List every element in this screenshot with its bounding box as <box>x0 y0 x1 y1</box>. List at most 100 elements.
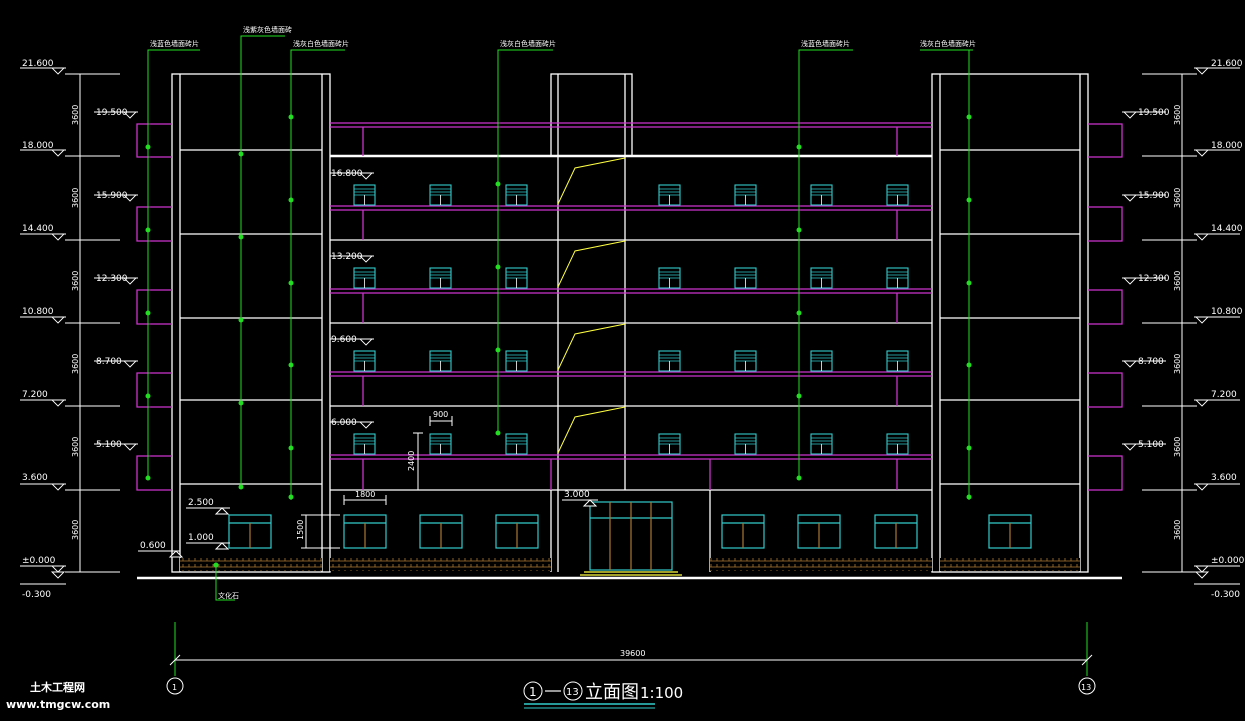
left-levels: 21.600 18.000 14.400 10.800 7.200 3.600 … <box>22 59 56 600</box>
window <box>353 433 376 455</box>
title-axis-13: 13 <box>566 687 579 698</box>
window <box>658 433 681 455</box>
floordim-left-2: 3600 <box>71 271 80 291</box>
stair-lines <box>557 157 626 454</box>
watermark-line2: www.tmgcw.com <box>6 698 110 711</box>
floordim-right-4: 3600 <box>1173 437 1182 457</box>
other-level-lines <box>138 499 598 558</box>
sill-level-marker <box>358 338 374 346</box>
window <box>505 350 528 372</box>
level-left-5: 3.600 <box>22 473 48 483</box>
right-levels: 21.600 18.000 14.400 10.800 7.200 3.600 … <box>1211 59 1245 600</box>
window <box>886 267 909 289</box>
window <box>810 433 833 455</box>
level-marker-right <box>1194 571 1210 579</box>
title-text: 立面图 <box>585 682 639 703</box>
right-sublevels: 19.500 15.900 12.300 8.700 5.100 <box>1138 108 1170 450</box>
level-left-6: ±0.000 <box>22 556 56 566</box>
level-marker-left <box>50 571 66 579</box>
axis-right: 13 <box>1081 683 1091 692</box>
level-marker-left <box>50 399 66 407</box>
floordim-right-1: 3600 <box>1173 188 1182 208</box>
window <box>734 184 757 206</box>
sublevel-marker-right <box>1122 111 1138 119</box>
floordim-right-3: 3600 <box>1173 354 1182 374</box>
window <box>886 184 909 206</box>
level-2500: 2.500 <box>188 498 214 508</box>
note-1: 浅蓝色墙面砖片 <box>150 39 199 48</box>
level-right-2: 14.400 <box>1211 224 1243 234</box>
window <box>658 184 681 206</box>
floor-slabs <box>136 122 1123 491</box>
sublevel-left-4: 5.100 <box>96 440 122 450</box>
sublevel-marker-right <box>1122 360 1138 368</box>
sublevel-right-2: 12.300 <box>1138 274 1170 284</box>
floordim-right-5: 3600 <box>1173 520 1182 540</box>
level-right-0: 21.600 <box>1211 59 1243 69</box>
floordim-left-1: 3600 <box>71 188 80 208</box>
window <box>429 433 452 455</box>
level-marker-left <box>50 565 66 573</box>
level-marker-right <box>1194 149 1210 157</box>
level-right-3: 10.800 <box>1211 307 1243 317</box>
sublevel-marker-right <box>1122 443 1138 451</box>
note-4: 浅灰白色墙面砖片 <box>500 39 556 48</box>
note-5: 浅蓝色墙面砖片 <box>801 39 850 48</box>
note-3: 浅灰白色墙面砖片 <box>293 39 349 48</box>
level-left-0: 21.600 <box>22 59 54 69</box>
level-1000: 1.000 <box>188 533 214 543</box>
level-marker-right <box>1194 399 1210 407</box>
window <box>886 350 909 372</box>
left-sublevels: 19.500 15.900 12.300 8.700 5.100 <box>96 108 128 450</box>
floordim-right-2: 3600 <box>1173 271 1182 291</box>
level-marker-right <box>1194 233 1210 241</box>
level-right-5: 3.600 <box>1211 473 1237 483</box>
stone-base <box>180 558 1080 571</box>
overall-dimension <box>166 622 1096 695</box>
level-marker-left <box>50 149 66 157</box>
window <box>734 267 757 289</box>
sublevel-left-1: 15.900 <box>96 191 128 201</box>
window <box>886 433 909 455</box>
level-right-7: -0.300 <box>1211 590 1240 600</box>
floordim-right-0: 3600 <box>1173 105 1182 125</box>
sublevel-left-2: 12.300 <box>96 274 128 284</box>
window <box>353 184 376 206</box>
level-3000: 3.000 <box>564 490 590 500</box>
window <box>734 350 757 372</box>
sublevel-right-0: 19.500 <box>1138 108 1170 118</box>
window <box>505 184 528 206</box>
sublevel-right-1: 15.900 <box>1138 191 1170 201</box>
level-marker-left <box>50 233 66 241</box>
total-dimension: 39600 <box>620 649 645 658</box>
right-level-scale <box>1142 73 1197 573</box>
sill-level-marker <box>358 421 374 429</box>
sublevel-right-4: 5.100 <box>1138 440 1164 450</box>
title-axis-1: 1 <box>529 685 537 699</box>
sublevel-left-0: 19.500 <box>96 108 128 118</box>
window <box>658 267 681 289</box>
dim-2400: 2400 <box>407 451 416 471</box>
level-right-6: ±0.000 <box>1211 556 1245 566</box>
note-6: 浅灰白色墙面砖片 <box>920 39 976 48</box>
title-scale: 1:100 <box>640 684 683 702</box>
material-notes: 浅蓝色墙面砖片 浅紫灰色墙面砖 浅灰白色墙面砖片 浅灰白色墙面砖片 浅蓝色墙面砖… <box>150 25 976 600</box>
leader-dots <box>145 114 972 568</box>
dim-1800: 1800 <box>355 490 375 499</box>
drawing-title: 1 13 立面图 1:100 <box>523 681 683 709</box>
dim-900: 900 <box>433 410 448 419</box>
dimension-lines <box>301 416 453 549</box>
sublevel-left-3: 8.700 <box>96 357 122 367</box>
note-2: 浅紫灰色墙面砖 <box>243 25 292 34</box>
watermark-line1: 土木工程网 <box>30 680 85 694</box>
ground-windows <box>228 501 1032 576</box>
material-leaders <box>147 35 973 601</box>
level-marker-left <box>50 67 66 75</box>
window <box>658 350 681 372</box>
window <box>505 433 528 455</box>
dimension-texts: 900 2400 1800 1500 <box>296 410 448 540</box>
level-right-1: 18.000 <box>1211 141 1243 151</box>
window <box>429 184 452 206</box>
level-marker-right <box>1194 316 1210 324</box>
